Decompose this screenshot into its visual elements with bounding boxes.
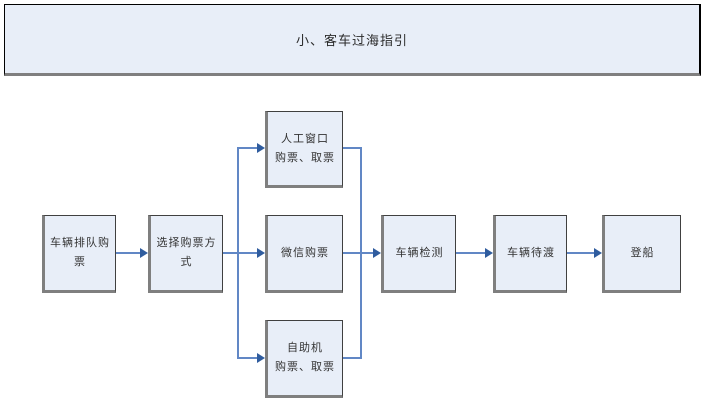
- arrowhead-icon: [257, 248, 265, 258]
- connector-line: [237, 252, 258, 254]
- node-label: 人工窗口: [281, 132, 329, 145]
- arrowhead-icon: [140, 248, 148, 258]
- node-label: 微信购票: [281, 246, 329, 259]
- arrowhead-icon: [594, 248, 602, 258]
- flow-node-choose-method: 选择购票方式: [148, 215, 223, 293]
- connector-line: [237, 357, 258, 359]
- connector-line: [223, 252, 239, 254]
- connector-line: [456, 252, 486, 254]
- node-label: 车辆待渡: [507, 246, 555, 259]
- arrowhead-icon: [485, 248, 493, 258]
- flow-node-waiting: 车辆待渡: [493, 215, 567, 293]
- connector-line: [237, 147, 258, 149]
- node-label: 购票、取票: [275, 151, 335, 164]
- connector-line: [343, 357, 362, 359]
- node-label: 登船: [630, 246, 655, 259]
- arrowhead-icon: [257, 143, 265, 153]
- flow-node-manual-window: 人工窗口 购票、取票: [265, 111, 343, 188]
- flow-node-queue: 车辆排队购票: [42, 215, 116, 293]
- flow-node-self-service: 自助机 购票、取票: [265, 320, 343, 398]
- flow-node-inspection: 车辆检测: [381, 215, 456, 293]
- diagram-title-banner: 小、客车过海指引: [4, 4, 701, 76]
- connector-line: [343, 252, 374, 254]
- connector-line: [567, 252, 595, 254]
- arrowhead-icon: [257, 353, 265, 363]
- flow-node-wechat: 微信购票: [265, 215, 343, 293]
- diagram-title: 小、客车过海指引: [295, 32, 408, 48]
- node-label: 车辆排队购票: [50, 237, 110, 268]
- flow-node-boarding: 登船: [602, 215, 681, 293]
- node-label: 车辆检测: [395, 246, 444, 259]
- node-label: 购票、取票: [275, 361, 335, 373]
- connector-line: [343, 147, 362, 149]
- node-label: 选择购票方式: [156, 237, 217, 268]
- node-label: 自助机: [287, 342, 323, 355]
- connector-line: [116, 252, 141, 254]
- arrowhead-icon: [373, 248, 381, 258]
